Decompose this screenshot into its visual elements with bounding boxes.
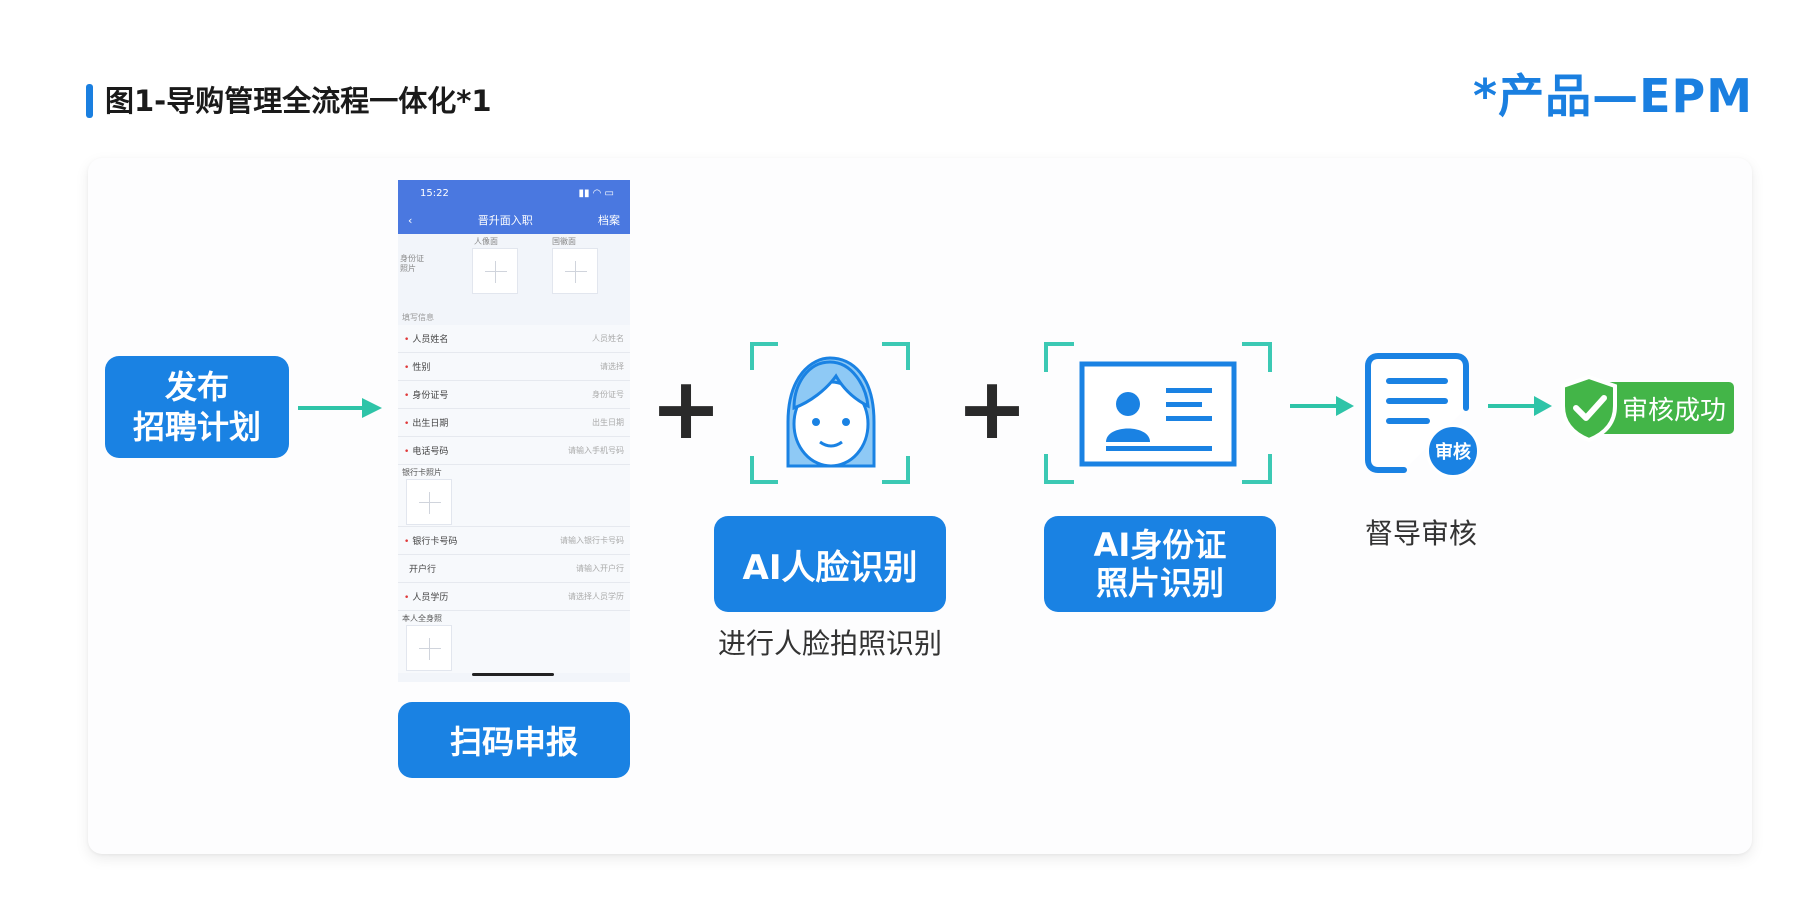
form-section-label: 填写信息 bbox=[402, 313, 434, 322]
publish-plan-button[interactable]: 发布 招聘计划 bbox=[105, 356, 289, 458]
ai-id-photo-recognition-button[interactable]: AI身份证 照片识别 bbox=[1044, 516, 1276, 612]
arrow-right-icon bbox=[1290, 396, 1354, 416]
phone-status-time: 15:22 bbox=[420, 187, 449, 199]
id-photo-label: 身份证 照片 bbox=[400, 254, 424, 273]
full-body-upload: 本人全身照 bbox=[398, 611, 630, 673]
emblem-upload-box[interactable] bbox=[552, 248, 598, 294]
id-card-icon bbox=[1044, 342, 1272, 484]
phone-nav-title: 晋升面入职 bbox=[477, 214, 533, 227]
phone-nav-bar: ‹ 晋升面入职 档案 bbox=[398, 206, 630, 234]
arrow-right-icon bbox=[1488, 396, 1552, 416]
shield-check-icon bbox=[1561, 374, 1617, 442]
bank-card-upload: 银行卡照片 bbox=[398, 465, 630, 527]
signal-wifi-battery-icon: ▮▮ ◠ ▭ bbox=[578, 187, 614, 199]
plus-icon: + bbox=[650, 359, 723, 459]
scan-report-button[interactable]: 扫码申报 bbox=[398, 702, 630, 778]
review-success-label: 审核成功 bbox=[1621, 395, 1726, 426]
home-indicator bbox=[472, 673, 554, 676]
face-icon bbox=[750, 342, 910, 484]
phone-nav-action[interactable]: 档案 bbox=[598, 214, 620, 227]
title-accent-bar bbox=[86, 84, 93, 118]
id-button-line2: 照片识别 bbox=[1095, 564, 1224, 602]
ai-face-recognition-button[interactable]: AI人脸识别 bbox=[714, 516, 946, 612]
publish-plan-line2: 招聘计划 bbox=[132, 408, 261, 446]
full-body-upload-box[interactable] bbox=[406, 625, 452, 671]
product-tag: *产品—EPM bbox=[1473, 69, 1753, 123]
portrait-upload-box[interactable] bbox=[472, 248, 518, 294]
review-caption: 督导审核 bbox=[1364, 517, 1477, 550]
full-body-label: 本人全身照 bbox=[402, 614, 442, 623]
form-row[interactable]: 开户行请输入开户行 bbox=[398, 555, 630, 583]
portrait-side-label: 人像面 bbox=[474, 237, 498, 246]
back-icon[interactable]: ‹ bbox=[408, 213, 413, 227]
bank-card-upload-box[interactable] bbox=[406, 479, 452, 525]
phone-form-screenshot: 15:22 ▮▮ ◠ ▭ ‹ 晋升面入职 档案 身份证 照片 人像面 国徽面 填… bbox=[398, 180, 630, 682]
emblem-side-label: 国徽面 bbox=[552, 237, 576, 246]
document-review-icon bbox=[1365, 353, 1469, 473]
phone-status-bar: 15:22 ▮▮ ◠ ▭ bbox=[398, 180, 630, 206]
id-photo-section: 身份证 照片 人像面 国徽面 bbox=[398, 234, 630, 306]
plus-icon: + bbox=[956, 359, 1029, 459]
bank-card-label: 银行卡照片 bbox=[402, 468, 442, 477]
review-badge: 审核 bbox=[1426, 424, 1480, 478]
id-button-line1: AI身份证 bbox=[1093, 526, 1227, 564]
arrow-right-icon bbox=[298, 398, 382, 418]
page-title: 图1-导购管理全流程一体化*1 bbox=[105, 84, 492, 118]
flow-card bbox=[88, 158, 1752, 854]
face-caption: 进行人脸拍照识别 bbox=[717, 627, 942, 660]
publish-plan-line1: 发布 bbox=[164, 368, 229, 406]
